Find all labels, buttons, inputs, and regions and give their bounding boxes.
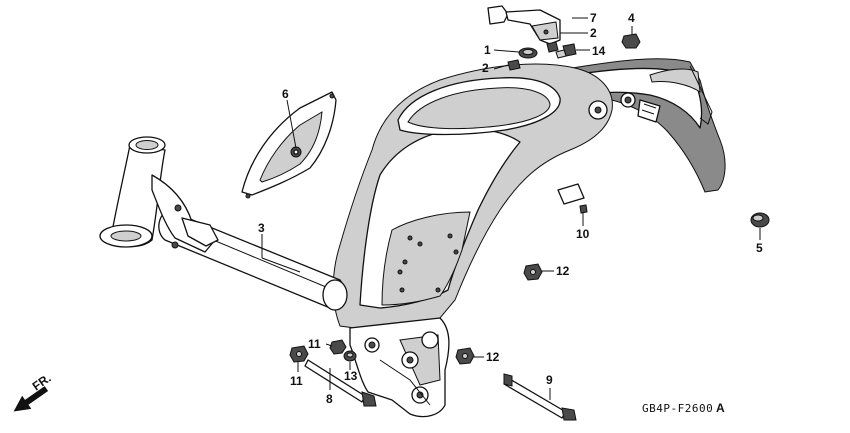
callout-3: 3 [258, 221, 265, 235]
part-14-bolt [555, 43, 577, 59]
callout-8: 8 [326, 392, 333, 406]
figure-code-block: GB4P-F2600 A [642, 401, 725, 415]
part-11-nut-left [289, 345, 309, 363]
figure-code: GB4P-F2600 [642, 402, 713, 415]
head-pipe-and-down-tube [99, 136, 348, 311]
callout-12-lower: 12 [486, 350, 500, 364]
callout-14: 14 [592, 44, 606, 58]
leader-lines [261, 17, 761, 400]
frame-shell [332, 63, 636, 331]
callout-1: 1 [484, 43, 491, 57]
callout-5: 5 [756, 241, 763, 255]
part-12-nut-upper [523, 263, 543, 281]
part-9-long-bolt [503, 373, 577, 421]
callouts: 7 2 1 14 2 4 6 3 10 5 12 11 12 11 13 9 8 [258, 11, 763, 406]
callout-12-upper: 12 [556, 264, 570, 278]
engine-hanger [349, 317, 450, 418]
callout-10: 10 [576, 227, 590, 241]
part-13-collar [343, 350, 357, 362]
part-2-clip-lower [507, 59, 521, 71]
callout-7: 7 [590, 11, 597, 25]
callout-4: 4 [628, 11, 635, 25]
part-11-nut-center [329, 339, 347, 355]
part-4-cap [621, 33, 641, 49]
front-direction-indicator: FR. [13, 371, 54, 412]
panel-holes [397, 233, 459, 293]
callout-11-center: 11 [308, 337, 321, 351]
arrow-icon [13, 386, 49, 412]
callout-13: 13 [344, 369, 358, 383]
part-1-grommet [518, 47, 538, 59]
callout-11-left: 11 [290, 374, 303, 388]
callout-2-upper: 2 [590, 26, 597, 40]
part-10-plate-and-rivet [557, 183, 588, 214]
part-5-rubber-cap [750, 212, 770, 228]
direction-label: FR. [30, 371, 54, 394]
part-6-side-cover-plate [241, 91, 337, 199]
callout-9: 9 [546, 373, 553, 387]
part-2-clip-upper [546, 41, 559, 53]
callout-6: 6 [282, 87, 289, 101]
part-8-bolt [304, 359, 377, 407]
callout-2-lower: 2 [482, 61, 489, 75]
figure-suffix: A [716, 401, 725, 415]
part-7-seat-lock [487, 5, 561, 45]
part-12-nut-lower [455, 347, 475, 365]
